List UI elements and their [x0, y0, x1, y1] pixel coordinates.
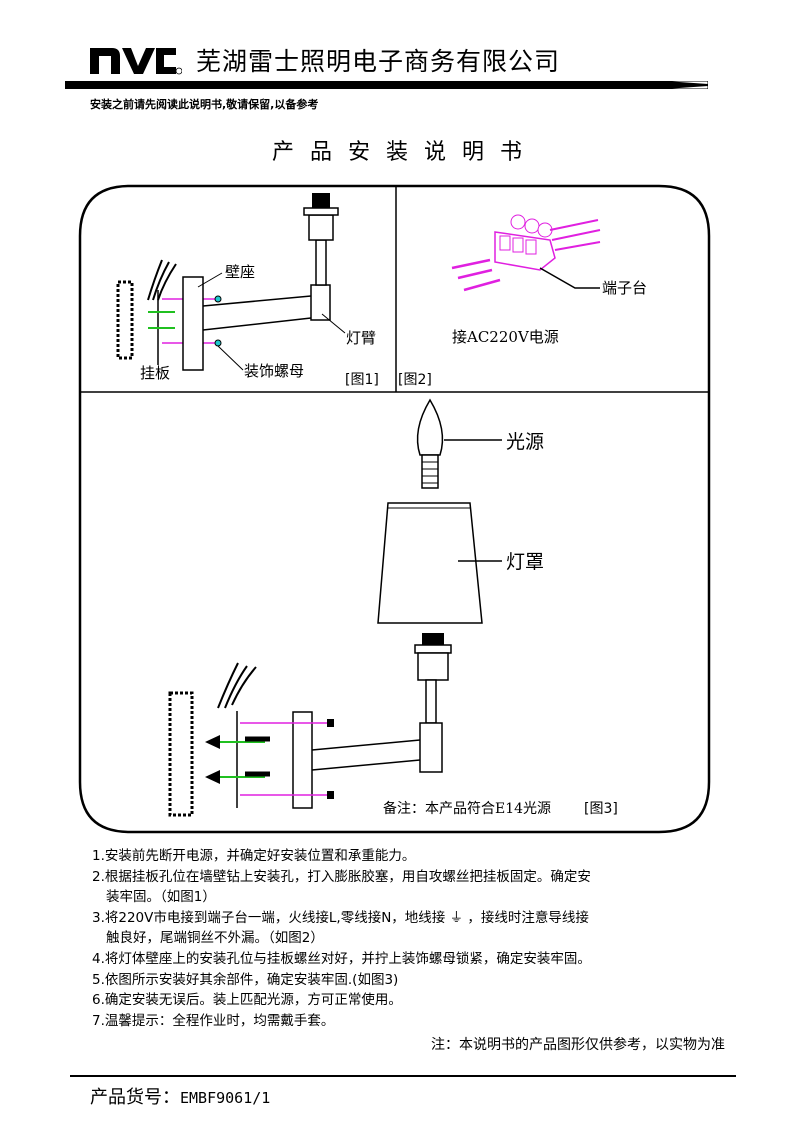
figure-3-assembly: 光源 灯罩 备注：本产品符合E14光源 [图3] — [168, 398, 618, 817]
instruction-step-2-cont: 装牢固。（如图1） — [106, 889, 216, 906]
instruction-step-2: 2.根据挂板孔位在墙壁钻上安装孔，打入膨胀胶塞，用自攻螺丝把挂板固定。确定安 — [92, 868, 591, 885]
label-remark: 备注：本产品符合E14光源 — [383, 800, 551, 817]
instruction-step-1: 1.安装前先断开电源，并确定好安装位置和承重能力。 — [92, 848, 416, 864]
label-ac-power: 接AC220V电源 — [452, 328, 559, 346]
instruction-step-3: 3.将220V市电接到端子台一端，火线接L,零线接N，地线接 ⏚ ，接线时注意导… — [92, 909, 589, 926]
instruction-step-3-cont: 触良好，尾端铜丝不外漏。（如图2） — [106, 930, 324, 947]
instruction-list: 1.安装前先断开电源，并确定好安装位置和承重能力。 2.根据挂板孔位在墙壁钻上安… — [92, 846, 732, 1031]
product-code-value: EMBF9061/1 — [180, 1089, 271, 1107]
instruction-step-7: 7.温馨提示：全程作业时，均需戴手套。 — [92, 1012, 335, 1029]
figure-2-caption: [图2] — [398, 372, 432, 388]
instruction-step-4: 4.将灯体壁座上的安装孔位与挂板螺丝对好，并拧上装饰螺母锁紧，确定安装牢固。 — [92, 950, 591, 967]
instruction-step-5: 5.依图所示安装好其余部件，确定安装牢固.(如图3) — [92, 971, 399, 988]
figure-1-wall-mount: 壁座 灯臂 挂板 装饰螺母 [图1] — [116, 193, 379, 388]
figure-2-terminal-block: 端子台 接AC220V电源 [图2] — [398, 214, 647, 388]
footer-rule — [70, 1075, 736, 1077]
read-notice: 安装之前请先阅读此说明书,敬请保留,以备参考 — [90, 98, 319, 111]
page-title: 产品安装说明书 — [271, 140, 538, 165]
label-lampshade: 灯罩 — [506, 551, 544, 573]
nvc-logo — [90, 48, 182, 75]
figure-1-caption: [图1] — [345, 372, 379, 388]
label-wall-base: 壁座 — [225, 263, 255, 281]
figure-3-caption: [图3] — [584, 801, 618, 817]
header-rule — [65, 81, 708, 89]
product-code: 产品货号：EMBF9061/1 — [90, 1083, 270, 1109]
company-name: 芜湖雷士照明电子商务有限公司 — [196, 47, 561, 76]
product-code-label: 产品货号： — [90, 1087, 180, 1108]
label-light-source: 光源 — [506, 431, 544, 453]
label-terminal-block: 端子台 — [602, 279, 647, 297]
instruction-step-6: 6.确定安装无误后。装上匹配光源，方可正常使用。 — [92, 992, 402, 1009]
label-lamp-arm: 灯臂 — [346, 329, 376, 347]
label-mounting-plate: 挂板 — [140, 364, 170, 382]
label-decorative-nut: 装饰螺母 — [244, 362, 304, 380]
disclaimer-note: 注：本说明书的产品图形仅供参考，以实物为准 — [431, 1037, 725, 1053]
diagram-panel: 壁座 灯臂 挂板 装饰螺母 [图1] 端子台 接AC220V电源 [图2] 光源… — [78, 184, 711, 834]
